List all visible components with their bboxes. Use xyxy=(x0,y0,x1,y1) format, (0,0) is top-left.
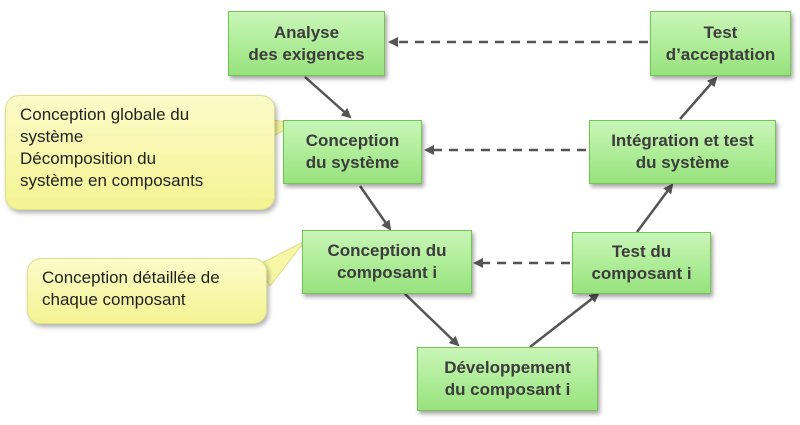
box-integration-line2: du système xyxy=(635,153,730,172)
box-conception-du-systeme: Conception du système xyxy=(283,120,422,184)
box-test-composant-line1: Test du xyxy=(611,242,672,261)
box-developpement-line2: du composant i xyxy=(444,380,571,399)
box-conception-du-composant: Conception du composant i xyxy=(302,230,472,294)
box-conception-systeme-line2: du système xyxy=(305,153,400,172)
arrow-integration-systeme-to-test-acceptation xyxy=(679,76,718,120)
callout-systeme-line1: Conception globale du xyxy=(20,105,190,124)
callout-conception-systeme: Conception globale du système Décomposit… xyxy=(5,95,275,210)
box-integration-et-test-du-systeme: Intégration et test du système xyxy=(589,120,776,184)
callout-composant-line1: Conception détaillée de xyxy=(42,268,220,287)
arrow-conception-systeme-to-conception-composant xyxy=(358,185,392,231)
box-developpement-line1: Développement xyxy=(444,358,571,377)
box-test-composant-line2: composant i xyxy=(591,264,692,283)
arrow-test-composant-to-integration-systeme xyxy=(635,183,674,233)
box-test-acceptation: Test d’acceptation xyxy=(650,11,791,76)
box-analyse-des-exigences: Analyse des exigences xyxy=(228,11,385,76)
box-integration-line1: Intégration et test xyxy=(611,131,754,150)
box-conception-systeme-line1: Conception xyxy=(305,131,400,150)
callout-systeme-line2: système xyxy=(20,127,84,146)
box-developpement-du-composant: Développement du composant i xyxy=(417,347,598,411)
box-analyse-line2: des exigences xyxy=(248,44,365,64)
box-test-du-composant: Test du composant i xyxy=(572,232,711,294)
arrow-developpement-to-test-composant xyxy=(529,292,600,348)
callout-systeme-line3: Décomposition du xyxy=(20,149,157,168)
box-test-acceptation-line2: d’acceptation xyxy=(665,44,776,64)
callout-conception-composant: Conception détaillée de chaque composant xyxy=(27,258,267,324)
box-analyse-line1: Analyse xyxy=(273,22,340,42)
callout-systeme-line4: système en composants xyxy=(20,171,204,190)
callout-composant-line2: chaque composant xyxy=(42,290,186,309)
arrow-analyse-to-conception-systeme xyxy=(304,76,352,119)
arrow-conception-composant-to-developpement xyxy=(404,293,460,347)
box-conception-composant-line2: composant i xyxy=(336,263,438,282)
box-conception-composant-line1: Conception du xyxy=(327,241,447,260)
box-test-acceptation-line1: Test xyxy=(703,22,738,42)
